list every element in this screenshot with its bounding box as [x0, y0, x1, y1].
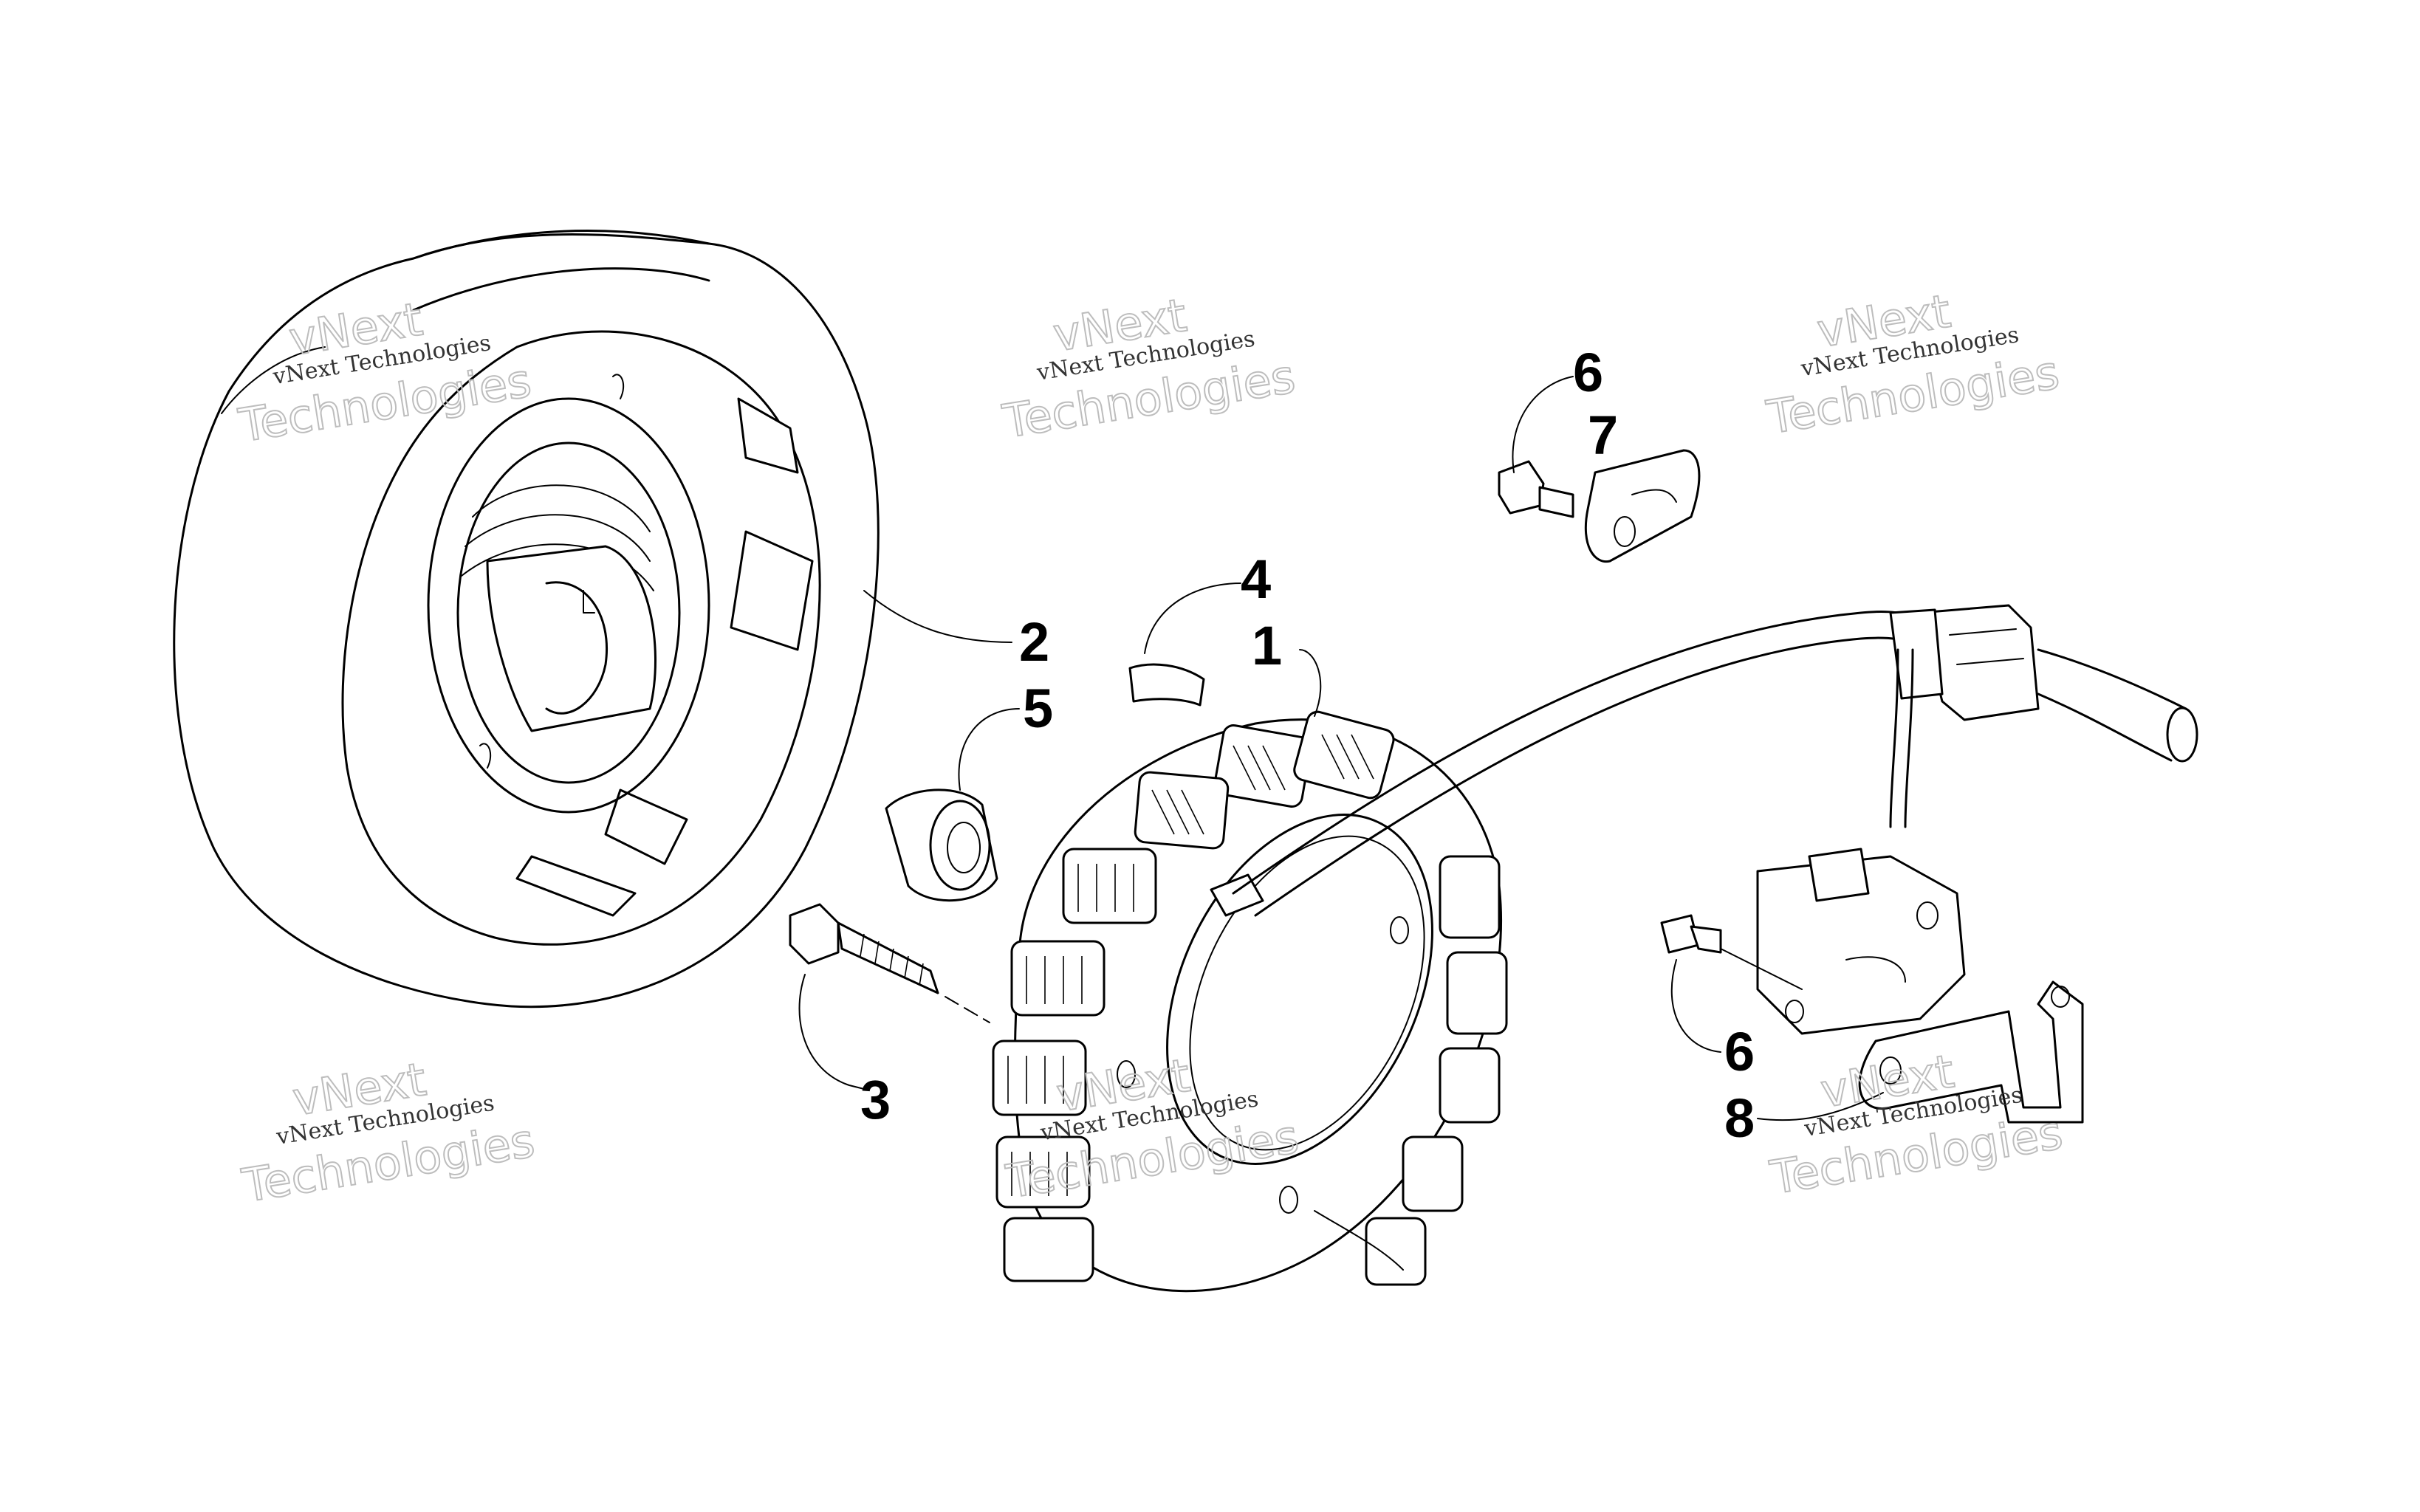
plate-7: [1584, 449, 1701, 563]
callout-5: 5: [1023, 678, 1053, 739]
stator: [992, 710, 1508, 1293]
spacer-5: [885, 788, 998, 902]
leader-lines: [798, 376, 1884, 1271]
watermark-top-left: vNext vNext Technologies Technologies: [234, 291, 535, 453]
bolt-3: [789, 903, 990, 1023]
bolt-6-upper: [1498, 460, 1574, 518]
watermark-top-center: vNext vNext Technologies Technologies: [998, 287, 1300, 450]
watermark-bottom-left: vNext vNext Technologies Technologies: [238, 1051, 539, 1214]
watermark-top-right: vNext vNext Technologies Technologies: [1762, 284, 2063, 446]
callout-4: 4: [1241, 549, 1271, 610]
callout-8: 8: [1724, 1087, 1755, 1149]
callout-2: 2: [1019, 611, 1049, 673]
callouts: 1 2 3 4 5 6 6 7 8: [860, 342, 1755, 1149]
callout-7: 7: [1588, 405, 1618, 466]
flywheel: [173, 230, 880, 1008]
callout-6-lower: 6: [1724, 1021, 1755, 1082]
woodruff-key-4: [1128, 663, 1205, 707]
mounting-bracket: [1858, 980, 2084, 1124]
pole-hatching: [1007, 734, 1374, 1196]
stator-poles: [992, 710, 1508, 1286]
bolt-6-lower: [1660, 914, 1803, 990]
watermark-bottom-right: vNext vNext Technologies Technologies: [1766, 1043, 2067, 1206]
callout-6-upper: 6: [1573, 342, 1603, 403]
wire-harness: [1232, 604, 2198, 917]
callout-1: 1: [1252, 615, 1282, 676]
callout-3: 3: [860, 1069, 891, 1130]
pickup-sensor: [1756, 848, 1966, 1035]
